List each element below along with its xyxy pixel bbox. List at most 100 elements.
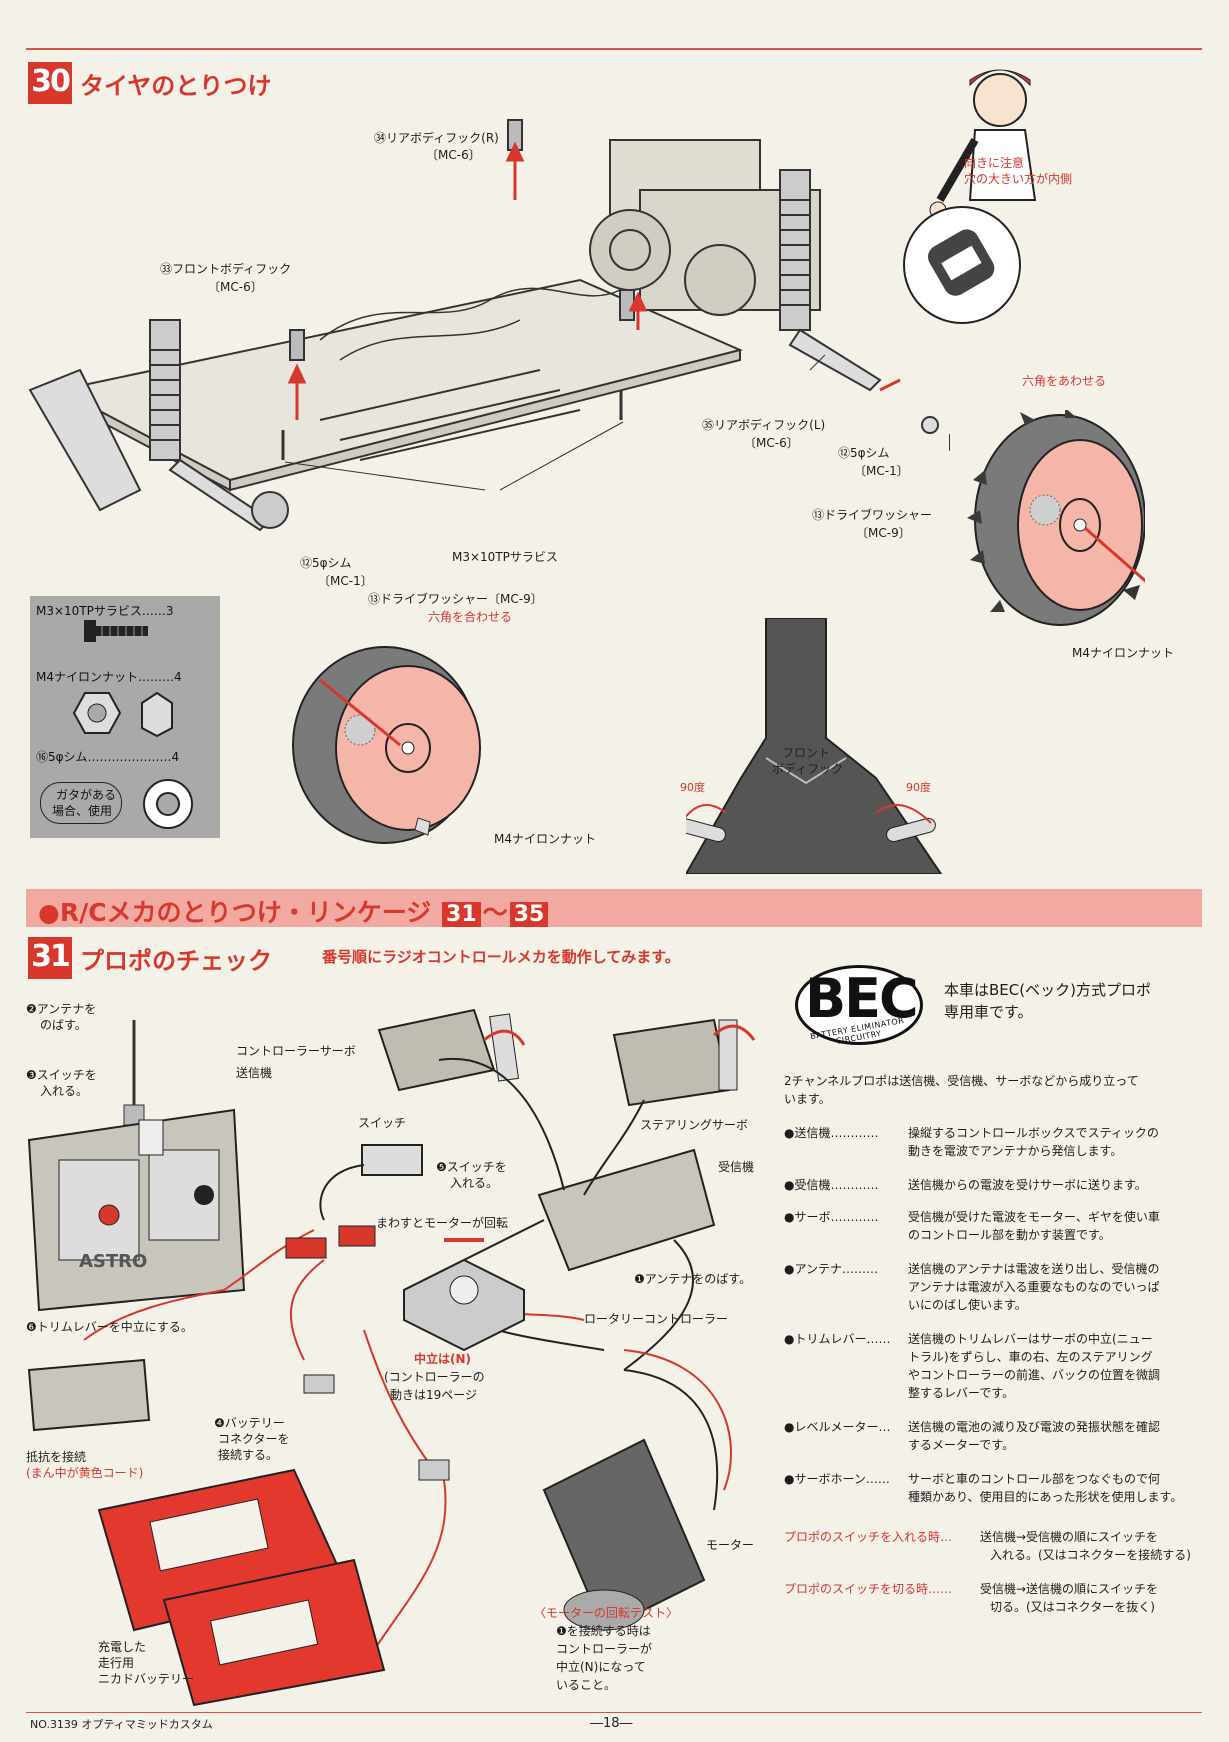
label-deg-right: 90度 [906,781,931,794]
left-tire-illustration [292,646,481,844]
term-antenna-desc-3: いにのばし使います。 [908,1298,1027,1312]
term-trim-desc-4: 整するレバーです。 [908,1386,1015,1400]
term-horn-desc-2: 種類かあり、使用目的にあった形状を使用します。 [908,1490,1183,1504]
label-antenna-rx: ❶アンテナをのばす。 [634,1272,752,1286]
parts-note-line1: ガタがある [56,788,117,802]
label-battery-1: ❹バッテリー [214,1416,285,1430]
transmitter-brand: ASTRO [79,1251,147,1272]
term-antenna-desc-2: アンテナは電波が入る重要なものなのでいっぱ [908,1280,1160,1294]
label-front-hook-fig-1: フロント [782,746,831,760]
term-level-desc-2: するメーターです。 [908,1438,1015,1452]
label-charged-3: ニカドバッテリー [98,1672,195,1686]
label-rotate: まわすとモーターが回転 [376,1216,509,1230]
term-level-desc-1: 送信機の電池の減り及び電波の発振状態を確認 [908,1420,1161,1434]
label-front-hook-code: 〔MC-6〕 [208,280,263,294]
bec-intro-2: います。 [784,1092,831,1106]
term-trim-desc-3: やコントローラーの前進、バックの位置を微調 [908,1368,1161,1382]
term-servo-desc-2: のコントロール部を動かす装置です。 [908,1228,1111,1242]
label-drive-washer-right-code: 〔MC-9〕 [856,526,911,540]
step-number-31: 31 [28,937,72,979]
label-charged-1: 充電した [98,1640,147,1654]
term-horn-desc-1: サーボと車のコントロール部をつなぐもので何 [908,1472,1161,1486]
label-motor-test-3: 中立(N)になって [556,1660,646,1674]
right-tire-illustration [967,410,1145,626]
screw-icon [84,620,148,642]
label-receiver: 受信機 [718,1160,755,1174]
banner-title: ●R/Cメカのとりつけ・リンケージ 31〜35 [38,893,550,929]
label-nut-right: M4ナイロンナット [1072,646,1174,660]
switch-off-term: プロポのスイッチを切る時…… [784,1582,953,1596]
label-resistor-2: (まん中が黄色コード) [26,1466,144,1480]
step-title-30: タイヤのとりつけ [80,72,272,100]
parts-shim-label: ⑯5φシム…………………4 [36,750,180,764]
term-receiver-desc-1: 送信機からの電波を受けサーボに送ります。 [908,1178,1147,1192]
banner-chip-to: 35 [509,902,549,927]
label-motor-test-title: 〈モーターの回転テスト〉 [534,1606,679,1620]
term-trim-desc-2: トラル)をずらし、車の右、左のステアリング [908,1350,1153,1364]
term-servo-desc-1: 受信機が受けた電波をモーター、ギヤを使い車 [908,1210,1160,1224]
term-transmitter-desc-1: 操縦するコントロールボックスでスティックの [908,1126,1159,1140]
bec-intro-1: 2チャンネルプロポは送信機、受信機、サーボなどから成り立って [784,1074,1139,1088]
switch-on-desc-2: 入れる。(又はコネクターを接続する) [990,1548,1191,1562]
label-shim-left: ⑫5φシム [300,556,352,570]
bec-logo-text: BEC [805,967,919,1030]
label-shim-right-code: 〔MC-1〕 [854,464,909,478]
label-deg-left: 90度 [680,781,705,794]
label-switch-tx-1: ❸スイッチを [26,1068,97,1082]
label-nut-left: M4ナイロンナット [494,832,596,846]
label-hex-right: 六角をあわせる [1022,374,1107,388]
label-caution-2: 穴の大きい方が内側 [964,172,1073,186]
label-front-hook: ㉝フロントボディフック [160,262,292,276]
term-transmitter-desc-2: 動きを電波でアンテナから発信します。 [908,1144,1123,1158]
banner-chip-from: 31 [442,902,481,927]
label-antenna-tx-1: ❷アンテナを [26,1002,97,1016]
label-switch-on-1: ❺スイッチを [436,1160,507,1174]
term-servo-horn: ●サーボホーン…… [784,1472,890,1486]
label-drive-washer-right: ⑬ドライブワッシャー [812,508,933,522]
term-level-meter: ●レベルメーター… [784,1420,891,1434]
banner-chip-sep: 〜 [482,898,508,927]
label-antenna-tx-2: のばす。 [40,1018,87,1032]
label-neutral-3: 動きは19ページ [390,1388,478,1402]
label-controller-servo: コントローラーサーボ [236,1044,356,1058]
label-charged-2: 走行用 [98,1656,135,1670]
banner-text: ●R/Cメカのとりつけ・リンケージ [38,898,432,927]
label-drive-washer-left: ⑬ドライブワッシャー〔MC-9〕 [368,592,543,606]
footer-model: NO.3139 オプティマミッドカスタム [30,1718,213,1731]
step-number-30: 30 [28,62,72,104]
label-resistor-1: 抵抗を接続 [26,1450,87,1464]
term-antenna-desc-1: 送信機のアンテナは電波を送り出し、受信機の [908,1262,1160,1276]
shim-icon [143,779,193,829]
parts-note-bubble [40,782,122,824]
step-subtitle-31: 番号順にラジオコントロールメカを動作してみます。 [322,948,680,966]
label-switch: スイッチ [358,1116,407,1130]
label-trim: ❻トリムレバーを中立にする。 [26,1320,193,1334]
label-motor-test-1: ❶を接続する時は [556,1624,651,1638]
label-motor-test-2: コントローラーが [556,1642,653,1656]
chassis-illustration [28,119,950,532]
label-battery-2: コネクターを [218,1432,290,1446]
bec-headline-1: 本車はBEC(ベック)方式プロポ [944,981,1151,999]
switch-off-desc-2: 切る。(又はコネクターを抜く) [990,1600,1155,1614]
label-neutral-1: 中立は(N) [414,1352,472,1366]
term-transmitter: ●送信機………… [784,1126,879,1140]
footer-rule [26,1712,1202,1713]
label-switch-tx-2: 入れる。 [40,1084,89,1098]
label-switch-on-2: 入れる。 [450,1176,499,1190]
switch-off-desc-1: 受信機→送信機の順にスイッチを [980,1582,1159,1596]
nylon-nut-icon [72,691,173,738]
label-shim-left-code: 〔MC-1〕 [318,574,373,588]
label-front-hook-fig-2: ボディフック [772,762,844,776]
label-motor: モーター [706,1538,755,1552]
term-servo: ●サーボ………… [784,1210,879,1224]
term-trim-desc-1: 送信機のトリムレバーはサーボの中立(ニュー [908,1332,1153,1346]
section-banner [26,889,1202,927]
label-rear-hook-l-code: 〔MC-6〕 [744,436,799,450]
top-rule [26,48,1202,50]
label-rear-hook-l: ㉟リアボディフック(L) [702,418,826,432]
label-motor-test-4: いること。 [556,1678,617,1692]
parts-nut-label: M4ナイロンナット………4 [36,670,182,684]
term-receiver: ●受信機………… [784,1178,879,1192]
label-shim-right: ⑫5φシム [838,446,890,460]
step-title-31: プロポのチェック [80,947,272,975]
